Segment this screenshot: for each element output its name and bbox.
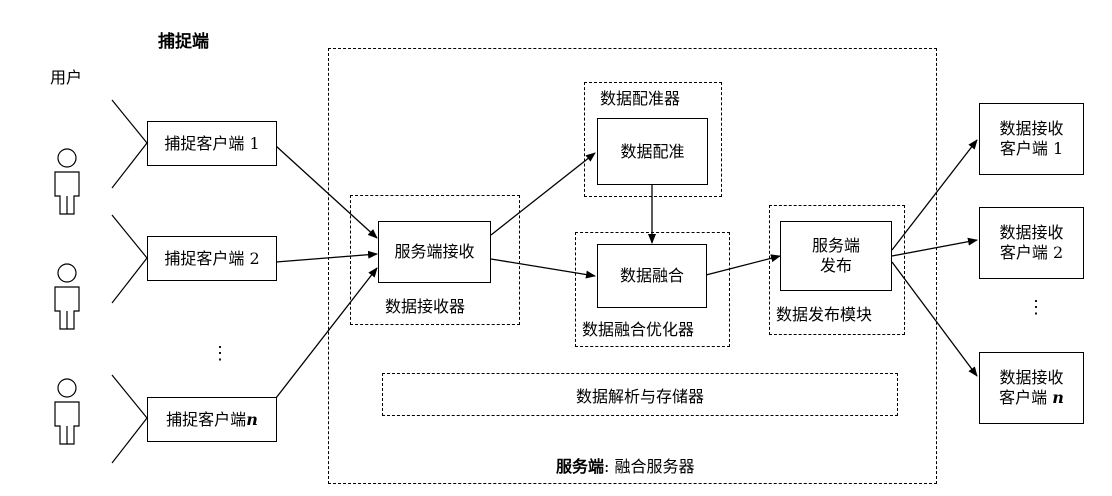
user-label: 用户 bbox=[50, 68, 83, 87]
arrow-publisher-to-recv1 bbox=[891, 139, 978, 251]
receive-client-1: 数据接收 客户端 1 bbox=[979, 103, 1084, 175]
capture-client-label: 捕捉客户端 bbox=[166, 409, 247, 429]
registrator-group bbox=[584, 82, 722, 197]
receive-client-n: 数据接收 客户端 n bbox=[979, 352, 1084, 424]
user-icon-3 bbox=[54, 378, 80, 445]
publisher-line1: 服务端 bbox=[811, 236, 860, 255]
capture-ellipsis: ⋮ bbox=[211, 343, 229, 364]
publisher-group bbox=[769, 205, 905, 335]
server-frame bbox=[328, 48, 937, 484]
usern-link bbox=[111, 374, 148, 464]
capture-client-label: 捕捉客户端 1 bbox=[164, 133, 260, 153]
server-label: 服务端: 融合服务器 bbox=[556, 457, 695, 476]
user-icon-1 bbox=[54, 148, 80, 215]
publisher-group-label: 数据发布模块 bbox=[776, 305, 873, 324]
receiver-group bbox=[350, 195, 520, 325]
arrow-publisher-to-recv2 bbox=[891, 237, 978, 257]
arrow-client1-to-receiver bbox=[275, 145, 378, 239]
receive-client-index: n bbox=[1052, 388, 1064, 407]
receiver-group-label: 数据接收器 bbox=[385, 297, 466, 316]
user-icon-2 bbox=[54, 263, 80, 330]
capture-client-n: 捕捉客户端 n bbox=[147, 397, 277, 442]
arrow-fusion-to-publisher bbox=[705, 254, 781, 276]
capture-client-label: 捕捉客户端 2 bbox=[164, 248, 260, 268]
publisher-box: 服务端 发布 bbox=[780, 221, 892, 291]
registrator-group-label: 数据配准器 bbox=[600, 89, 681, 108]
storage-box: 数据解析与存储器 bbox=[382, 373, 898, 416]
registration-box: 数据配准 bbox=[597, 118, 708, 185]
arrow-receiver-to-register bbox=[490, 152, 596, 236]
user1-link bbox=[111, 99, 148, 189]
capture-side-label: 捕捉端 bbox=[158, 32, 209, 52]
arrow-client2-to-receiver bbox=[275, 250, 378, 263]
capture-client-index: n bbox=[246, 409, 258, 429]
server-receive-box: 服务端接收 bbox=[378, 221, 491, 283]
user2-link bbox=[111, 214, 148, 304]
receive-client-2: 数据接收 客户端 2 bbox=[979, 207, 1084, 279]
arrow-clientn-to-receiver bbox=[275, 267, 378, 399]
publisher-line2: 发布 bbox=[819, 256, 852, 275]
arrow-receiver-to-fusion bbox=[490, 258, 596, 279]
receive-ellipsis: ⋮ bbox=[1027, 297, 1045, 318]
fusion-box: 数据融合 bbox=[597, 244, 707, 308]
arrow-publisher-to-recvn bbox=[891, 261, 978, 377]
capture-client-2: 捕捉客户端 2 bbox=[147, 236, 277, 281]
fusion-group-label: 数据融合优化器 bbox=[582, 320, 695, 339]
fusion-group bbox=[575, 232, 730, 347]
capture-client-1: 捕捉客户端 1 bbox=[147, 121, 277, 166]
